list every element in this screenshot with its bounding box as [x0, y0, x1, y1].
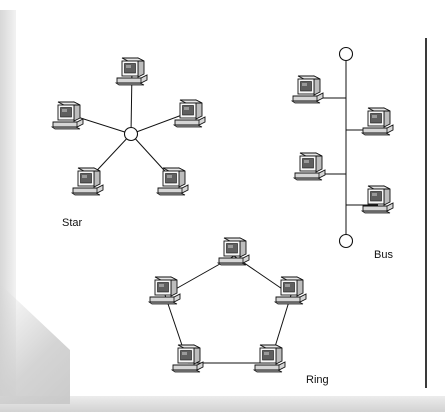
star-computer-2: [172, 99, 206, 128]
network-links: [67, 60, 378, 364]
bus-top-terminator-icon: [338, 46, 354, 62]
bus-computer-4: [360, 185, 394, 214]
bus-bottom-terminator-icon: [338, 233, 354, 249]
bus-label: Bus: [374, 249, 393, 261]
star-computer-4: [70, 167, 104, 196]
ring-computer-3: [252, 344, 286, 373]
star-computer-5: [50, 101, 84, 130]
bottom-shadow: [0, 396, 445, 412]
network-nodes: [50, 46, 394, 373]
bus-computer-3: [292, 152, 326, 181]
star-hub-icon: [123, 126, 139, 142]
star-computer-3: [155, 167, 189, 196]
star-label: Star: [62, 217, 83, 229]
ring-computer-4: [170, 344, 204, 373]
star-computer-1: [114, 57, 148, 86]
bus-computer-1: [290, 75, 324, 104]
ring-computer-5: [147, 276, 181, 305]
bus-computer-2: [360, 107, 394, 136]
ring-label: Ring: [306, 374, 329, 386]
ring-computer-1: [216, 237, 250, 266]
frame-right-border: [425, 38, 427, 388]
ring-computer-2: [273, 276, 307, 305]
